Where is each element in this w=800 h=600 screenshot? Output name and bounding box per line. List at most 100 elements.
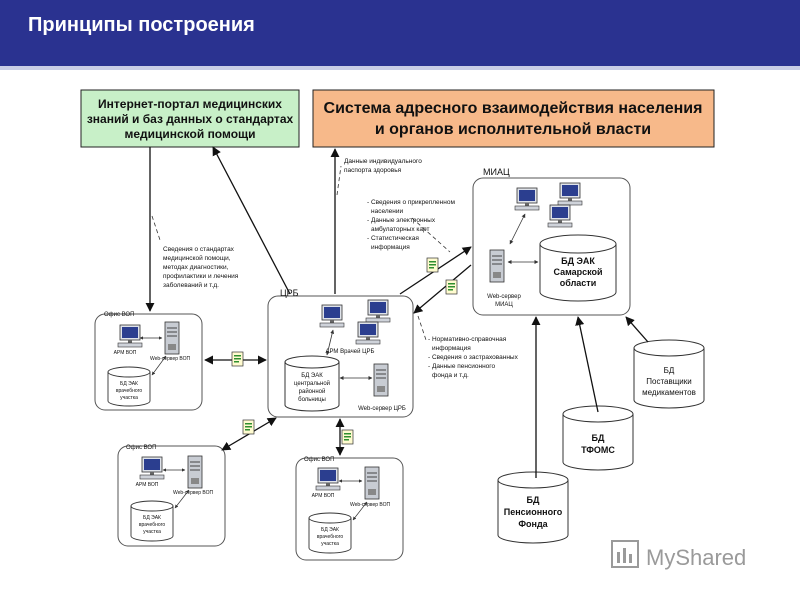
note-reference-2: информация — [432, 345, 471, 352]
miac-web-label-2: МИАЦ — [495, 302, 513, 308]
office-vop-1-label: Офис ВОП — [104, 312, 134, 318]
note-reference-3: - Сведения о застрахованных — [428, 354, 519, 361]
bd-eak-crb-1: БД ЭАК — [301, 373, 323, 379]
bd-eak-samara-1: БД ЭАК — [561, 256, 595, 266]
bd-eak-samara-3: области — [560, 278, 597, 288]
office-vop-3-server-icon — [364, 466, 380, 500]
header-underline — [0, 66, 800, 70]
note-miac-2: населении — [371, 208, 403, 215]
office-vop-3-db-3: участка — [321, 541, 339, 547]
crb-arm-label: АРМ Врачей ЦРБ — [325, 348, 374, 355]
bd-tfoms-cylinder: БД ТФОМС — [562, 405, 634, 471]
office-vop-1-db-1: БД ЭАК — [120, 381, 138, 387]
page-title: Принципы построения — [28, 14, 255, 36]
document-icon-5 — [341, 429, 354, 445]
miac-label: МИАЦ — [483, 167, 510, 177]
note-reference: - Нормативно-справочная информация - Све… — [428, 336, 519, 379]
note-passport-2: паспорта здоровья — [344, 167, 402, 174]
bd-eak-crb-cylinder: БД ЭАК центральной районной больницы — [284, 355, 340, 412]
document-icon — [426, 257, 439, 273]
miac-pc-icon-3 — [547, 204, 573, 228]
portal-to-crb-arrow — [212, 146, 291, 295]
header-bar — [0, 0, 800, 66]
office-vop-2-pc-icon — [139, 456, 165, 480]
watermark: MyShared — [611, 540, 746, 570]
note-standards-4: профилактики и лечения — [163, 273, 239, 280]
note-miac-5: - Статистическая — [367, 235, 419, 242]
office-vop-2-server-icon — [187, 455, 203, 489]
miac-server-icon — [489, 249, 505, 283]
internet-portal-box: Интернет-портал медицинских знаний и баз… — [80, 89, 300, 148]
bd-pension-2: Пенсионного — [504, 507, 563, 517]
suppliers-to-miac-arrow — [625, 316, 649, 343]
office-vop-2: Офис ВОП АРМ ВОП Web-сервер ВОП БД ЭАК в… — [117, 445, 226, 547]
internet-portal-line-1: Интернет-портал медицинских — [98, 97, 282, 111]
office-vop-3-web: Web-сервер ВОП — [350, 502, 391, 508]
bd-eak-crb-4: больницы — [298, 397, 326, 403]
note-reference-1: - Нормативно-справочная — [428, 336, 507, 343]
bd-eak-crb-3: районной — [299, 388, 326, 395]
office-vop-2-web: Web-сервер ВОП — [173, 490, 214, 496]
note-reference-4: - Данные пенсионного — [428, 363, 496, 370]
crb-pc-icon-2 — [365, 299, 391, 323]
crb-server-icon — [373, 363, 389, 397]
bd-suppliers-1: БД — [664, 366, 675, 375]
note-reference-5: фонда и т.д. — [432, 372, 469, 379]
document-icon-2 — [445, 279, 458, 295]
miac-web-label-1: Web-сервер — [487, 294, 521, 300]
crb-web-label: Web-сервер ЦРБ — [358, 406, 406, 412]
bd-pension-1: БД — [527, 495, 540, 505]
miac-to-crb-arrow — [413, 264, 472, 314]
bd-eak-samara-2: Самарской — [553, 267, 602, 277]
note-standards-2: медицинской помощи, — [163, 254, 231, 262]
bd-eak-crb-2: центральной — [294, 380, 330, 387]
miac-pc-icon-2 — [557, 182, 583, 206]
note-miac-data: - Сведения о прикрепленном населении - Д… — [367, 199, 455, 251]
bd-pension-cylinder: БД Пенсионного Фонда — [497, 471, 569, 544]
office-vop-3-label: Офис ВОП — [304, 457, 334, 463]
office-vop-1-arm: АРМ ВОП — [114, 350, 137, 356]
note-passport-1: Данные индивидуального — [344, 158, 422, 165]
miac-group: МИАЦ Web-сервер МИАЦ БД ЭАК Самарской об… — [472, 167, 631, 316]
crb-group: ЦРБ АРМ Врачей ЦРБ БД ЭАК центральной ра… — [267, 288, 414, 418]
note-miac-3: - Данные электронных — [367, 217, 436, 224]
note-standards-1: Сведения о стандартах — [163, 246, 235, 253]
watermark-text: MyShared — [646, 545, 746, 570]
document-icon-3 — [231, 351, 244, 367]
bd-suppliers-2: Поставщики — [646, 377, 692, 386]
note-standards-5: заболеваний и т.д. — [163, 281, 219, 289]
system-box: Система адресного взаимодействия населен… — [312, 89, 715, 148]
office-vop-1: Офис ВОП АРМ ВОП Web-сервер ВОП БД ЭАК в… — [94, 312, 203, 411]
office-vop-2-label: Офис ВОП — [126, 445, 156, 451]
office-vop-2-arm: АРМ ВОП — [136, 482, 159, 488]
internet-portal-line-3: медицинской помощи — [124, 127, 255, 141]
crb-pc-icon-3 — [355, 321, 381, 345]
bd-suppliers-3: медикаментов — [642, 388, 696, 397]
office-vop-1-db-3: участка — [120, 395, 138, 401]
office-vop-1-web: Web-сервер ВОП — [150, 356, 191, 362]
office-vop-2-db-3: участка — [143, 529, 161, 535]
internet-portal-line-2: знаний и баз данных о стандартах — [87, 112, 294, 126]
note-standards: Сведения о стандартах медицинской помощи… — [163, 246, 239, 289]
office-vop-3-db-1: БД ЭАК — [321, 527, 339, 533]
office-vop-3-db-2: врачебного — [317, 534, 344, 540]
office-vop-3-pc-icon — [315, 467, 341, 491]
crb-pc-icon — [319, 304, 345, 328]
note-leaders — [151, 165, 451, 341]
bd-suppliers-cylinder: БД Поставщики медикаментов — [633, 339, 705, 409]
bd-pension-3: Фонда — [518, 519, 548, 529]
system-line-1: Система адресного взаимодействия населен… — [324, 100, 703, 117]
tfoms-to-miac-arrow — [575, 316, 599, 413]
office-vop-3: Офис ВОП АРМ ВОП Web-сервер ВОП БД ЭАК в… — [295, 457, 404, 561]
office-vop-3-arm: АРМ ВОП — [312, 493, 335, 499]
office-vop-1-server-icon — [164, 321, 180, 355]
office-vop-2-db-2: врачебного — [139, 522, 166, 528]
note-miac-1: - Сведения о прикрепленном — [367, 199, 455, 206]
note-miac-4: амбулаторных карт — [371, 225, 429, 233]
bd-eak-samara-cylinder: БД ЭАК Самарской области — [539, 234, 617, 302]
note-standards-3: методах диагностики, — [163, 264, 229, 271]
office-vop-1-pc-icon — [117, 324, 143, 348]
document-icon-4 — [242, 419, 255, 435]
office-vop-2-db-1: БД ЭАК — [143, 515, 161, 521]
